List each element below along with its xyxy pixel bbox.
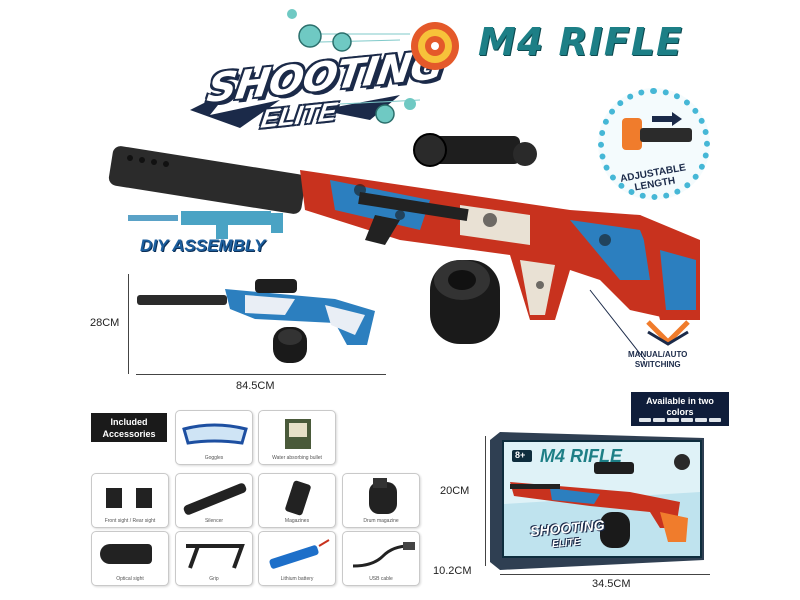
accessories-header-line1: Included [110,417,148,427]
color-dot [695,418,707,422]
accessory-card: Grip [175,531,253,586]
accessory-caption: Lithium battery [280,576,314,582]
battery-icon [269,539,330,569]
gun-height-label: 28CM [90,317,120,329]
accessories-header-line2: Accessories [102,429,156,439]
accessory-caption: Optical sight [116,576,144,582]
accessory-card: Magazines [258,473,336,528]
gun-height-line [128,274,129,374]
diy-parts-icon [128,211,283,239]
bullet-pack-icon [285,419,311,449]
available-line1: Available in two [646,396,714,406]
accessory-card: Goggles [175,410,253,465]
available-line2: colors [666,407,694,417]
gel-balls-icon [287,9,459,124]
manual-auto-text: MANUAL/AUTO SWITCHING [628,350,687,370]
box-title: M4 RIFLE [540,446,623,466]
color-dots [639,418,721,422]
accessory-card: Silencer [175,473,253,528]
drum-icon [369,478,397,514]
blue-rifle-image [137,279,375,363]
gun-length-line [136,374,386,375]
color-dot [667,418,679,422]
accessories-header: Included Accessories [91,413,167,442]
accessory-caption: Drum magazine [363,518,399,524]
accessory-caption: Grip [209,576,219,582]
drum-magazine-icon [430,260,500,344]
box-height-line [485,436,486,566]
product-title: M4 RIFLE [478,20,684,64]
age-label: 8+ [515,450,526,460]
manual-line2: SWITCHING [634,360,681,369]
accessory-caption: USB cable [369,576,393,582]
brand-logo: SHOOTING ELITE [170,40,446,135]
accessory-caption: Magazines [284,518,310,524]
accessory-card: Front sight / Rear sight [91,473,169,528]
accessory-card: USB cable [342,531,420,586]
accessory-caption: Goggles [204,455,224,461]
color-dot [709,418,721,422]
age-badge [512,450,532,462]
accessory-caption: Front sight / Rear sight [104,518,156,524]
grip-icon [186,544,245,569]
accessory-card: Drum magazine [342,473,420,528]
diy-assembly-text: DIY ASSEMBLY [140,236,266,255]
accessory-caption: Silencer [204,518,224,524]
scope-icon [100,544,152,564]
product-box-image [490,432,704,570]
main-rifle-image [108,133,700,360]
color-dot [639,418,651,422]
magazine-icon [285,480,311,516]
adjustable-length-badge [598,88,710,200]
box-width-label: 34.5CM [592,578,631,590]
box-height-label: 20CM [440,485,470,497]
color-dot [653,418,665,422]
box-width-line [500,574,710,575]
box-depth-label: 10.2CM [433,565,472,577]
logo-splash-icon [190,90,400,128]
target-icon [411,22,459,70]
accessory-card: Water absorbing bullet [258,410,336,465]
manual-line1: MANUAL/AUTO [628,350,688,359]
goggles-icon [182,423,248,445]
accessory-card: Lithium battery [258,531,336,586]
sight-icon [106,488,152,508]
accessory-caption: Water absorbing bullet [272,455,322,461]
adjustable-stock-icon [622,112,692,150]
switch-arrow-icon [646,320,690,346]
gun-length-label: 84.5CM [236,380,275,392]
color-dot [681,418,693,422]
silencer-icon [183,483,247,515]
scope-icon [413,133,537,167]
usb-icon [352,542,415,568]
accessory-card: Optical sight [91,531,169,586]
